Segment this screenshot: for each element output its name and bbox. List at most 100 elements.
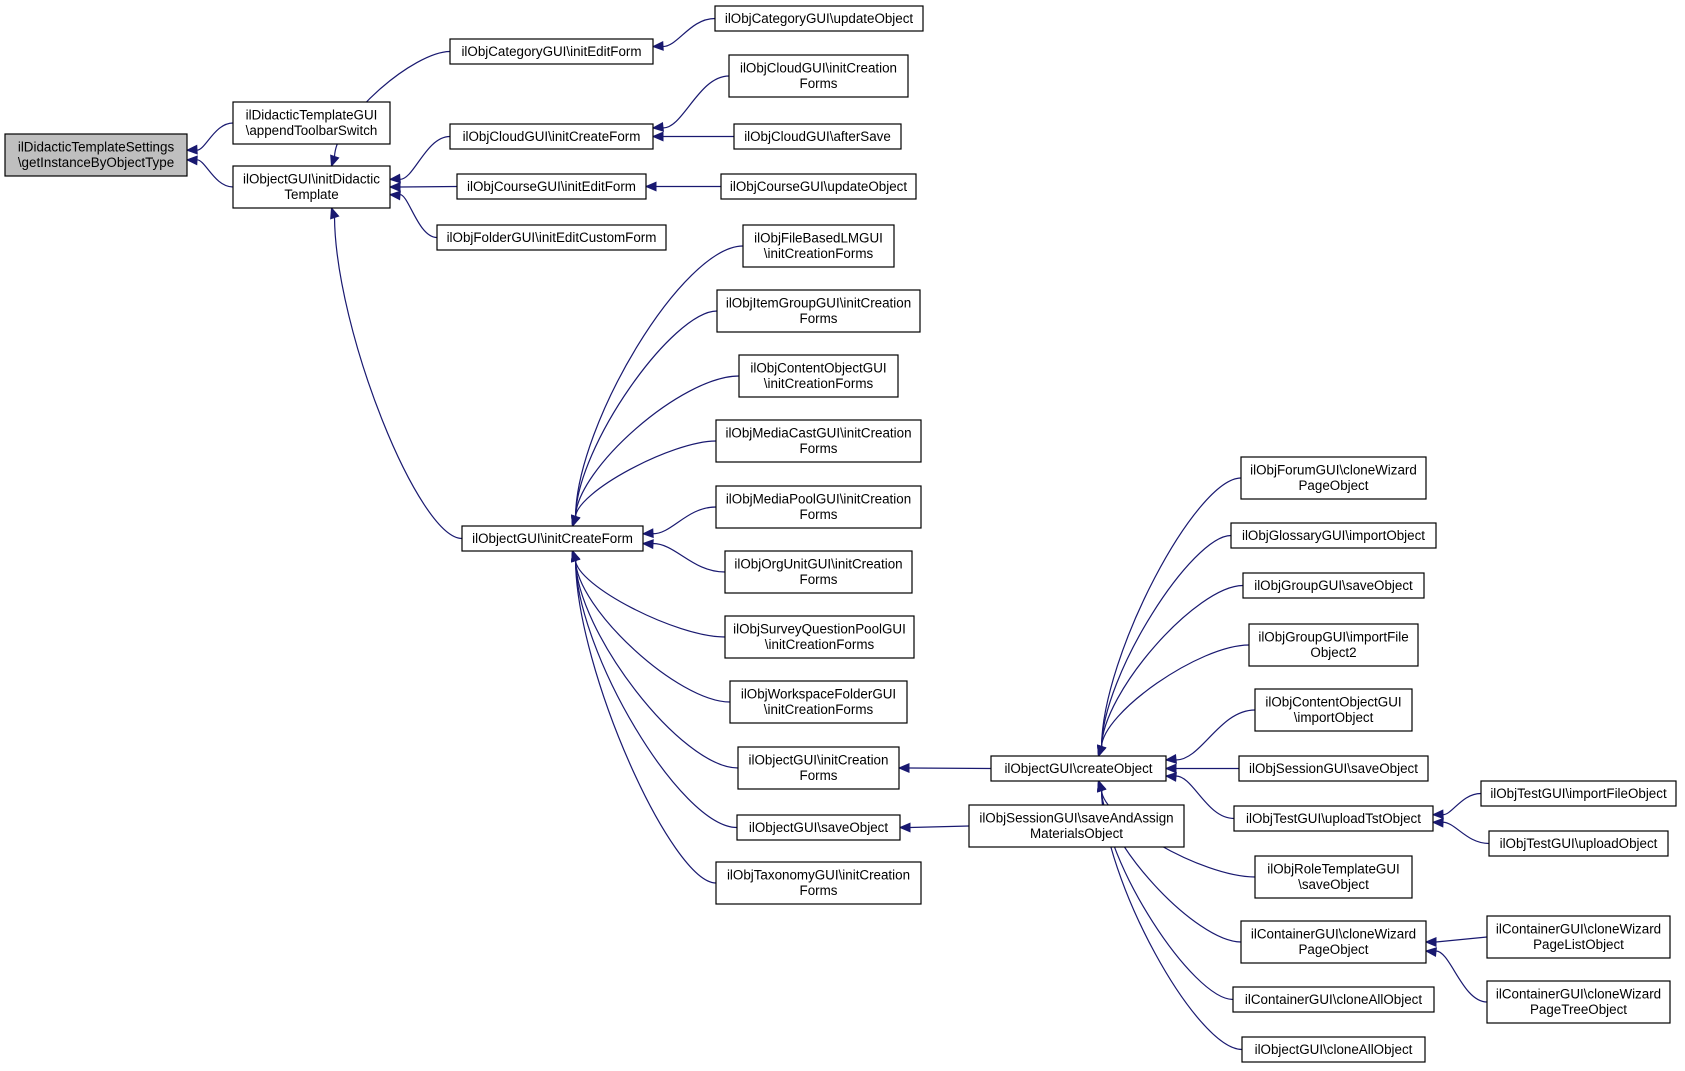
node-test-import-file[interactable]: ilObjTestGUI\importFileObject [1480,780,1677,807]
node-label: ilObjTestGUI\uploadTstObject [1246,811,1421,826]
node-box [1248,623,1419,667]
arrowhead-group [388,190,401,201]
node-cat-update[interactable]: ilObjCategoryGUI\updateObject [714,5,924,32]
arrowhead-group [1164,754,1177,764]
node-box [232,101,391,145]
node-label: ilContainerGUI\cloneWizard [1251,927,1416,942]
node-group-save[interactable]: ilObjGroupGUI\saveObject [1242,572,1425,599]
node-obj-clone-all[interactable]: ilObjectGUI\cloneAllObject [1241,1036,1426,1063]
edge-line [652,506,717,535]
edge-line [1100,534,1232,748]
edge-line [1442,792,1482,816]
arrowhead [388,190,401,201]
node-box [715,419,922,463]
edge-line [574,559,726,638]
edge-init-didactic-to-root [196,159,234,188]
node-box [1242,572,1425,599]
node-label: \appendToolbarSwitch [246,123,378,138]
node-workspace[interactable]: ilObjWorkspaceFolderGUI\initCreationForm… [729,680,908,724]
edge-line [574,310,718,518]
edge-cloud-init-create-to-init-didactic [399,135,451,181]
edge-container-page-list-to-container-clone-page [1435,936,1488,943]
node-label: ilObjectGUI\initDidactic [243,172,380,187]
node-label: ilObjOrgUnitGUI\initCreation [734,557,902,572]
edge-line [196,159,234,188]
node-label: ilObjCategoryGUI\initEditForm [461,44,641,59]
node-root[interactable]: ilDidacticTemplateSettings\getInstanceBy… [4,133,188,177]
node-box [1241,1036,1426,1063]
node-label: \saveObject [1298,877,1369,892]
node-box [1486,980,1671,1024]
node-box [968,804,1185,848]
node-role-template[interactable]: ilObjRoleTemplateGUI\saveObject [1254,855,1413,899]
node-box [742,224,895,268]
node-box [716,289,921,333]
arrowhead [1164,754,1177,764]
node-box [1238,755,1429,782]
node-label: ilObjFolderGUI\initEditCustomForm [447,230,657,245]
arrowhead [388,173,401,184]
node-survey-pool[interactable]: ilObjSurveyQuestionPoolGUI\initCreationF… [724,615,915,659]
node-label: ilObjItemGroupGUI\initCreation [726,296,911,311]
edge-forum-clone-to-create-object [1100,477,1242,748]
edge-file-based-to-init-create-form [574,245,744,518]
node-content-obj[interactable]: ilObjContentObjectGUI\initCreationForms [738,354,899,398]
node-label: PageObject [1299,942,1369,957]
node-box [729,680,908,724]
node-label: \getInstanceByObjectType [18,155,174,170]
node-box [736,814,901,841]
node-cat-init-edit[interactable]: ilObjCategoryGUI\initEditForm [449,38,654,65]
node-box [737,746,900,790]
node-media-pool[interactable]: ilObjMediaPoolGUI\initCreationForms [715,485,922,529]
node-label: ilDidacticTemplateSettings [18,140,175,155]
edge-line [574,559,717,884]
node-content-import[interactable]: ilObjContentObjectGUI\importObject [1254,688,1413,732]
node-label: Forms [800,76,838,91]
node-glossary-import[interactable]: ilObjGlossaryGUI\importObject [1230,522,1437,549]
node-folder-init-edit[interactable]: ilObjFolderGUI\initEditCustomForm [436,224,667,251]
node-box [1230,522,1437,549]
node-file-based[interactable]: ilObjFileBasedLMGUI\initCreationForms [742,224,895,268]
edge-media-cast-to-init-create-form [574,440,717,518]
edge-course-init-edit-to-init-didactic [399,185,458,188]
node-label: ilObjTaxonomyGUI\initCreation [727,868,910,883]
node-create-object[interactable]: ilObjectGUI\createObject [990,755,1167,782]
node-container-clone-all[interactable]: ilContainerGUI\cloneAllObject [1232,986,1435,1013]
node-label: ilObjCloudGUI\initCreation [740,61,897,76]
node-label: ilObjSessionGUI\saveObject [1249,761,1418,776]
node-append-toolbar[interactable]: ilDidacticTemplateGUI\appendToolbarSwitc… [232,101,391,145]
node-course-init-edit[interactable]: ilObjCourseGUI\initEditForm [456,173,647,200]
node-item-group[interactable]: ilObjItemGroupGUI\initCreationForms [716,289,921,333]
arrowhead [651,41,664,51]
node-label: ilContainerGUI\cloneWizard [1496,987,1661,1002]
node-cloud-after-save[interactable]: ilObjCloudGUI\afterSave [733,123,902,150]
node-init-create-form[interactable]: ilObjectGUI\initCreateForm [461,525,644,552]
node-test-upload[interactable]: ilObjTestGUI\uploadObject [1488,830,1669,857]
node-label: ilObjGroupGUI\importFile [1258,630,1408,645]
node-org-unit[interactable]: ilObjOrgUnitGUI\initCreationForms [724,550,913,594]
node-taxonomy[interactable]: ilObjTaxonomyGUI\initCreationForms [715,861,922,905]
node-box [1488,830,1669,857]
node-label: ilObjContentObjectGUI [750,361,886,376]
node-obj-save[interactable]: ilObjectGUI\saveObject [736,814,901,841]
arrowhead-group [644,181,657,192]
node-session-save-assign[interactable]: ilObjSessionGUI\saveAndAssignMaterialsOb… [968,804,1185,848]
node-cloud-init-creation[interactable]: ilObjCloudGUI\initCreationForms [728,54,909,98]
node-session-save[interactable]: ilObjSessionGUI\saveObject [1238,755,1429,782]
node-obj-init-creation[interactable]: ilObjectGUI\initCreationForms [737,746,900,790]
arrowhead-group [1424,937,1437,947]
node-media-cast[interactable]: ilObjMediaCastGUI\initCreationForms [715,419,922,463]
node-cloud-init-create[interactable]: ilObjCloudGUI\initCreateForm [449,123,654,150]
node-course-update[interactable]: ilObjCourseGUI\updateObject [720,173,917,200]
node-label: ilObjFileBasedLMGUI [754,231,883,246]
node-box [1240,920,1427,964]
node-test-upload-tst[interactable]: ilObjTestGUI\uploadTstObject [1233,805,1434,832]
node-label: ilObjectGUI\initCreation [749,753,889,768]
edge-line [574,559,731,703]
